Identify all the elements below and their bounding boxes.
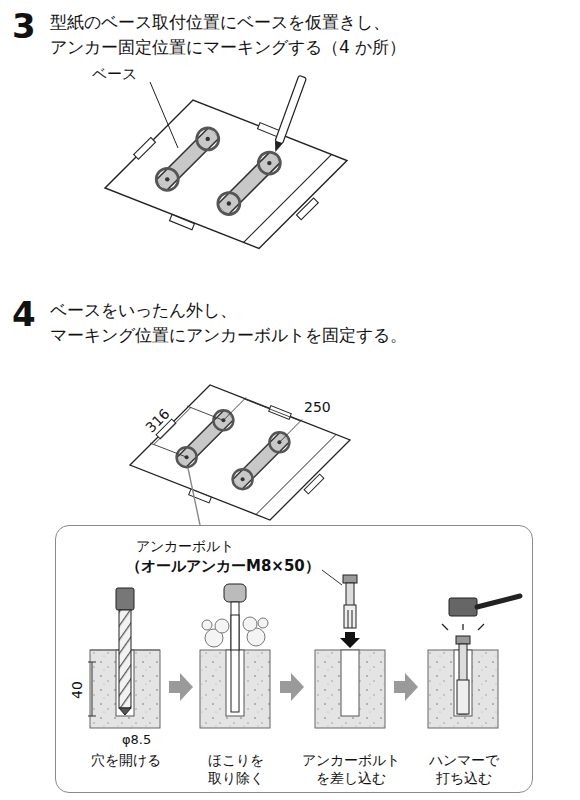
part-label: アンカーボルト bbox=[136, 536, 234, 556]
part-label: ベース bbox=[92, 64, 137, 86]
step-caption: アンカーボルト を差し込む bbox=[299, 752, 403, 787]
step-number: 4 bbox=[12, 290, 36, 339]
step-caption: ほこりを 取り除く bbox=[184, 752, 288, 787]
instruction-text: 型紙のベース取付位置にベースを仮置きし、 アンカー固定位置にマーキングする（4 … bbox=[50, 10, 540, 59]
step-caption: ハンマーで 打ち込む bbox=[412, 752, 516, 787]
step-number: 3 bbox=[12, 2, 36, 51]
dimension: 316 bbox=[143, 406, 173, 436]
part-label: （オールアンカーM8×50） bbox=[126, 556, 320, 578]
instruction-text: ベースをいったん外し、 マーキング位置にアンカーボルトを固定する。 bbox=[50, 298, 540, 347]
dimension: φ8.5 bbox=[122, 731, 151, 750]
callout-box: アンカーボルト（オールアンカーM8×50） 40 φ8.5 穴を開けるほこりを 取り除… bbox=[55, 525, 533, 793]
step-caption: 穴を開ける bbox=[74, 752, 178, 770]
dimension: 40 bbox=[70, 681, 85, 699]
dimension: 250 bbox=[304, 397, 331, 417]
